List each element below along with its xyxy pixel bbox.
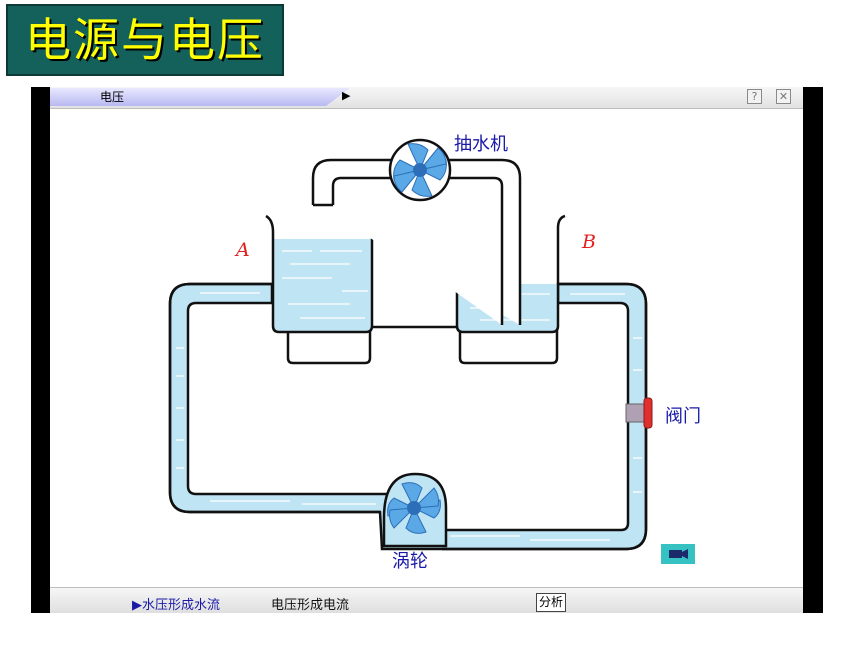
analyze-button[interactable]: 分析 [536, 593, 567, 612]
container-a-label: A [234, 239, 250, 261]
container-a-water [273, 239, 372, 332]
mode-bar: ▶水压形成水流 电压形成电流 分析 [50, 587, 803, 613]
pipe-outline-outer [168, 282, 380, 514]
water-circuit-diagram: 抽水机 A B 阀门 涡轮 [168, 134, 701, 572]
valve-label: 阀门 [665, 406, 701, 427]
simulation-window: 电压 ▶ ? ✕ [50, 87, 803, 613]
turbine-icon [382, 472, 448, 548]
pump-icon [388, 138, 452, 202]
window-toolbar: 电压 ▶ ? ✕ [50, 87, 803, 109]
help-button[interactable]: ? [747, 89, 762, 104]
mode-water-pressure-link[interactable]: ▶水压形成水流 [132, 598, 220, 613]
pump-label: 抽水机 [454, 134, 508, 155]
camera-icon[interactable] [661, 544, 695, 564]
container-b-label: B [581, 231, 596, 253]
tab-voltage-label: 电压 [100, 90, 125, 104]
play-arrow-icon[interactable]: ▶ [342, 89, 351, 102]
close-button[interactable]: ✕ [776, 89, 791, 104]
valve-icon[interactable] [625, 397, 653, 429]
slide-title: 电源与电压 [6, 4, 284, 76]
mode-voltage-link[interactable]: 电压形成电流 [271, 598, 350, 613]
turbine-label: 涡轮 [392, 551, 428, 572]
tab-voltage[interactable]: 电压 [50, 88, 350, 106]
